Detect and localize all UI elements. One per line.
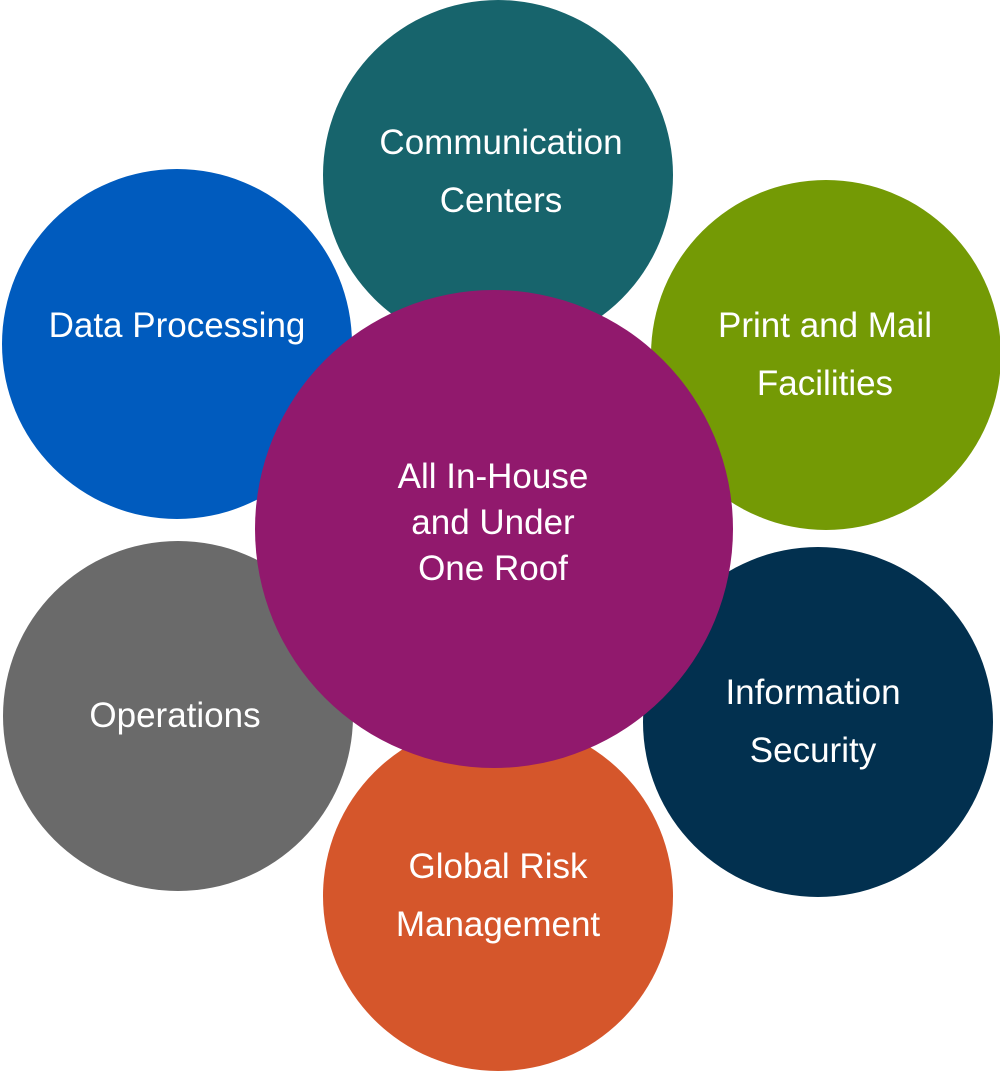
center-label: All In-House and Under One Roof [397,457,589,588]
data-processing-label: Data Processing [48,306,306,345]
global-risk-management-label: Global Risk Management [395,847,601,944]
global-risk-management-circle: Global Risk Management [323,721,673,1071]
communication-centers-label: Communication Centers [379,123,623,220]
operations-label: Operations [89,696,261,735]
information-security-label: Information Security [725,673,901,770]
operations-circle: Operations [3,541,353,891]
print-and-mail-facilities-label: Print and Mail Facilities [718,306,932,403]
center-circle: All In-House and Under One Roof [255,290,733,768]
